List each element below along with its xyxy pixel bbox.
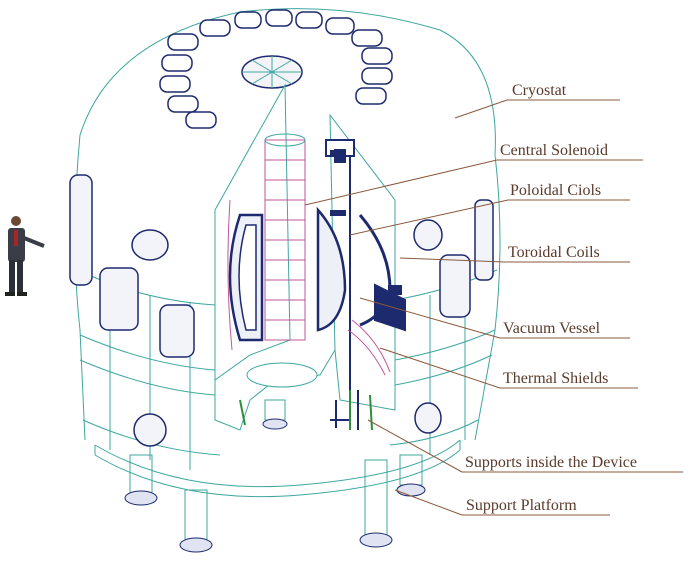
support-platform [94,439,461,498]
vacuum-vessel [228,206,347,342]
side-ports [69,174,494,447]
internal-supports [239,390,373,431]
label-support-platform: Support Platform [466,497,577,514]
poloidal-coils [330,150,402,295]
top-ports [159,9,393,129]
leader-lines [304,99,683,516]
thermal-shields [227,199,391,376]
label-poloidal-coils: Poloidal Ciols [510,182,601,199]
label-central-solenoid: Central Solenoid [500,142,608,159]
label-vacuum-vessel: Vacuum Vessel [503,320,601,337]
central-solenoid [264,133,306,341]
label-cryostat: Cryostat [512,82,567,99]
person-figure [5,216,45,296]
label-toroidal-coils: Toroidal Coils [508,244,600,261]
label-thermal-shields: Thermal Shields [503,370,608,387]
label-supports-inside: Supports inside the Device [465,454,637,471]
callout-labels: Cryostat Central Solenoid Poloidal Ciols… [465,82,637,514]
